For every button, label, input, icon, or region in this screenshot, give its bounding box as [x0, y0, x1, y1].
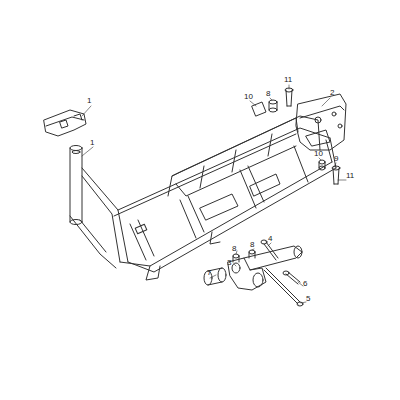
main-frame — [70, 116, 336, 280]
rear-bracket — [296, 94, 346, 150]
callout-number: 8 — [232, 244, 236, 253]
callout-number: 2 — [330, 88, 334, 97]
callout-number: 1 — [90, 138, 94, 147]
callout-number: 9 — [334, 154, 338, 163]
upper-fasteners — [252, 88, 293, 116]
front-bracket — [44, 110, 86, 136]
leader-lines — [82, 85, 346, 303]
callout-number: 5 — [306, 294, 310, 303]
callout-number: 7 — [207, 268, 211, 277]
callout-number: 8 — [266, 89, 270, 98]
callout-number: 10 — [244, 92, 253, 101]
callout-number: 8 — [250, 240, 254, 249]
callout-number: 4 — [268, 234, 272, 243]
callout-number: 11 — [284, 75, 292, 84]
callout-number: 6 — [303, 279, 307, 288]
callout-number: 3 — [227, 258, 231, 267]
callout-number: 1 — [87, 96, 91, 105]
callout-number: 10 — [314, 149, 323, 158]
side-fasteners — [319, 160, 340, 184]
callout-number: 11 — [346, 171, 354, 180]
engine-mount — [204, 240, 303, 306]
